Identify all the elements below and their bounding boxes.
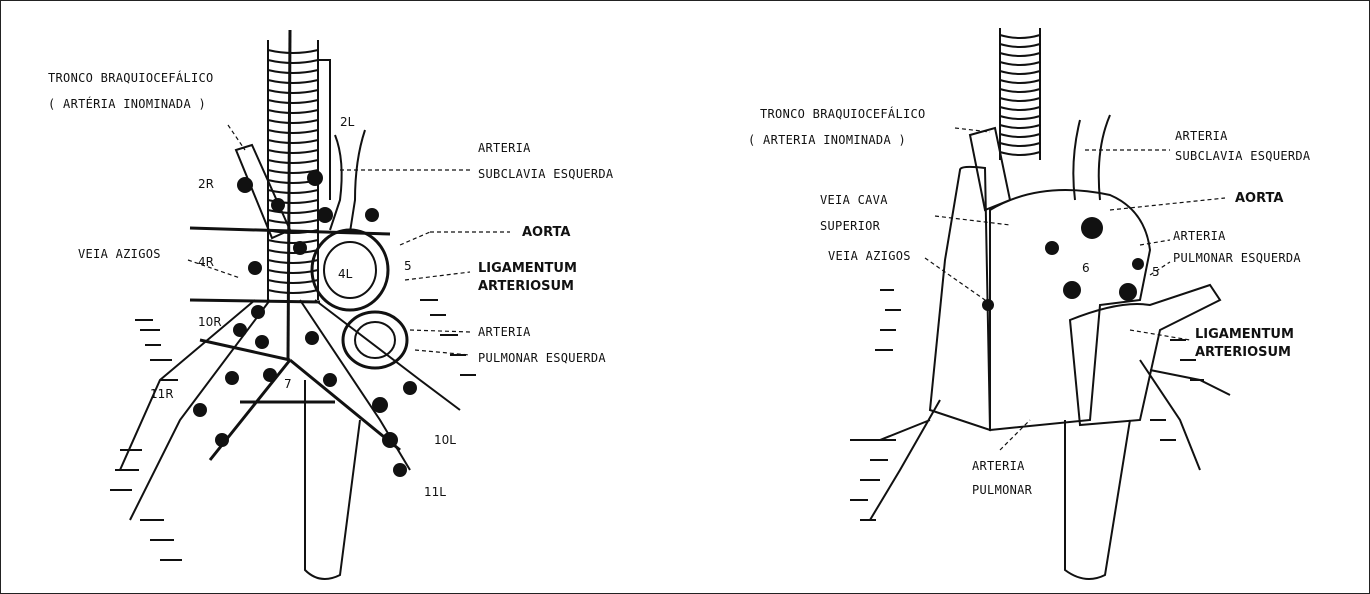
- tracheal-ring: [1000, 107, 1040, 110]
- station-5-right: 5: [1152, 265, 1160, 279]
- tracheal-ring: [1000, 89, 1040, 92]
- right-label-art-pulmonar-1: ARTERIA: [972, 459, 1025, 473]
- left-label-ligamentum-2: ARTERIOSUM: [478, 279, 574, 294]
- station-2L: 2L: [340, 115, 355, 129]
- tracheal-ring: [1000, 152, 1040, 155]
- right-trachea: [1000, 28, 1040, 160]
- right-label-subclavia-1: ARTERIA: [1175, 129, 1228, 143]
- left-label-pulmonar-2: PULMONAR ESQUERDA: [478, 351, 606, 365]
- tracheal-ring: [268, 70, 318, 73]
- right-lymph-nodes: [982, 217, 1144, 311]
- tracheal-ring: [268, 190, 318, 193]
- right-label-pulmonar-esq-1: ARTERIA: [1173, 229, 1226, 243]
- left-diagram: TRONCO BRAQUIOCEFÁLICO ( ARTÉRIA INOMINA…: [48, 30, 614, 579]
- station-10L: 10L: [434, 433, 456, 447]
- right-label-art-pulmonar-2: PULMONAR: [972, 483, 1033, 497]
- tracheal-ring: [1000, 53, 1040, 56]
- station-7: 7: [284, 377, 292, 391]
- tracheal-ring: [268, 120, 318, 123]
- station-4L: 4L: [338, 267, 353, 281]
- tracheal-ring: [1000, 125, 1040, 128]
- left-label-subclavia-1: ARTERIA: [478, 141, 531, 155]
- tracheal-ring: [268, 80, 318, 83]
- right-label-ligamentum-1: LIGAMENTUM: [1195, 327, 1294, 342]
- left-label-tronco-sub: ( ARTÉRIA INOMINADA ): [48, 96, 206, 111]
- tracheal-ring: [268, 240, 318, 243]
- tracheal-ring: [1000, 134, 1040, 137]
- left-trachea: [268, 40, 318, 300]
- left-label-aorta: AORTA: [522, 225, 570, 240]
- right-right-bronchus: [850, 400, 940, 520]
- station-5: 5: [404, 259, 412, 273]
- right-subclavian-artery: [1073, 115, 1110, 200]
- tracheal-ring: [268, 220, 318, 223]
- right-label-tronco: TRONCO BRAQUIOCEFÁLICO: [760, 106, 926, 121]
- tracheal-ring: [268, 270, 318, 273]
- left-label-veia-azigos: VEIA AZIGOS: [78, 247, 161, 261]
- right-label-veia-azigos: VEIA AZIGOS: [828, 249, 911, 263]
- right-label-tronco-sub: ( ARTERIA INOMINADA ): [748, 133, 906, 147]
- station-4R: 4R: [198, 255, 214, 269]
- station-6: 6: [1082, 261, 1090, 275]
- tracheal-ring: [1000, 71, 1040, 74]
- tracheal-ring: [268, 150, 318, 153]
- tracheal-ring: [1000, 44, 1040, 47]
- tracheal-ring: [268, 140, 318, 143]
- right-label-veia-cava-1: VEIA CAVA: [820, 193, 888, 207]
- left-leader-lines: [188, 125, 510, 355]
- tracheal-ring: [268, 280, 318, 283]
- left-subclavian-artery: [330, 130, 365, 232]
- right-brachiocephalic-trunk: [970, 128, 1010, 210]
- station-10R: 10R: [198, 315, 222, 329]
- station-11L: 11L: [424, 485, 446, 499]
- right-label-aorta: AORTA: [1235, 191, 1283, 206]
- tracheal-ring: [268, 110, 318, 113]
- right-superior-vena-cava: [930, 167, 990, 430]
- tracheal-ring: [1000, 80, 1040, 83]
- tracheal-ring: [268, 50, 318, 53]
- station-2R: 2R: [198, 177, 214, 191]
- tracheal-ring: [1000, 35, 1040, 38]
- tracheal-ring: [268, 260, 318, 263]
- right-esophagus: [1065, 420, 1130, 579]
- tracheal-ring: [1000, 98, 1040, 101]
- left-pulmonary-artery: [343, 312, 407, 368]
- tracheal-ring: [268, 160, 318, 163]
- right-label-pulmonar-esq-2: PULMONAR ESQUERDA: [1173, 251, 1301, 265]
- tracheal-ring: [268, 90, 318, 93]
- tracheal-ring: [1000, 143, 1040, 146]
- right-diagram: TRONCO BRAQUIOCEFÁLICO ( ARTERIA INOMINA…: [748, 28, 1311, 579]
- tracheal-ring: [268, 290, 318, 293]
- station-11R: 11R: [150, 387, 174, 401]
- right-label-veia-cava-2: SUPERIOR: [820, 219, 881, 233]
- tracheal-ring: [268, 100, 318, 103]
- right-label-ligamentum-2: ARTERIOSUM: [1195, 345, 1291, 360]
- left-label-pulmonar-1: ARTERIA: [478, 325, 531, 339]
- tracheal-ring: [268, 60, 318, 63]
- right-left-bronchus: [1140, 360, 1230, 470]
- right-aorta-body: [990, 190, 1150, 430]
- tracheal-ring: [1000, 62, 1040, 65]
- right-label-subclavia-2: SUBCLAVIA ESQUERDA: [1175, 149, 1311, 163]
- tracheal-ring: [1000, 116, 1040, 119]
- left-bronchial-rings: [110, 300, 476, 560]
- left-label-ligamentum-1: LIGAMENTUM: [478, 261, 577, 276]
- left-label-subclavia-2: SUBCLAVIA ESQUERDA: [478, 167, 614, 181]
- tracheal-ring: [268, 130, 318, 133]
- left-label-tronco: TRONCO BRAQUIOCEFÁLICO: [48, 70, 214, 85]
- tracheal-ring: [268, 250, 318, 253]
